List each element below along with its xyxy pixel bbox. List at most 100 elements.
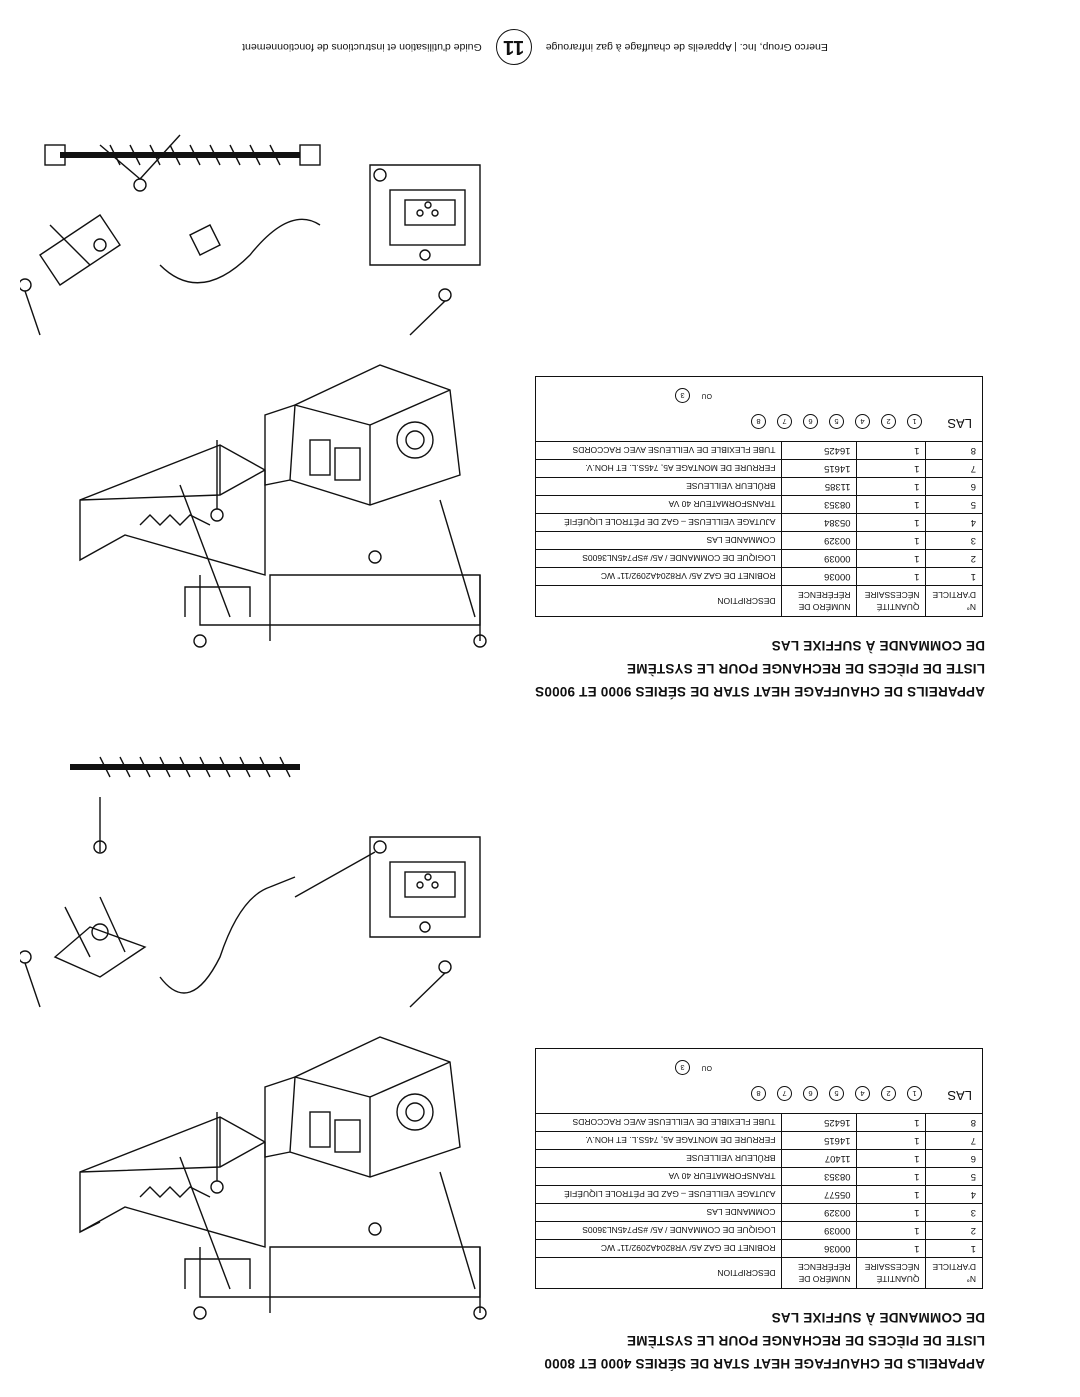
diagram-number: 8	[751, 1086, 766, 1101]
cell-ref: 14615	[782, 1131, 857, 1150]
diagram-cell: LAS1245678ou3	[535, 376, 983, 442]
cell-qty: 1	[857, 1185, 926, 1204]
cell-ref: 08353	[782, 495, 857, 514]
cell-num: 3	[926, 1203, 983, 1222]
cell-num: 1	[926, 1239, 983, 1258]
diagram-number: 5	[829, 414, 844, 429]
col-header-qty: QUANTITÉ NÉCESSAIRE	[857, 585, 926, 617]
header-left-text: Enerco Group, Inc. | Appareils de chauff…	[545, 41, 828, 53]
cell-qty: 1	[857, 495, 926, 514]
col-header-qty: QUANTITÉ NÉCESSAIRE	[857, 1257, 926, 1289]
cell-desc: LOGIQUE DE COMMANDE / A5/ #SP745NL3600S	[535, 549, 782, 568]
title-line-3: DE COMMANDE À SUFFIXE LAS	[771, 1310, 985, 1325]
cell-qty: 1	[857, 567, 926, 586]
cell-ref: 00329	[782, 531, 857, 550]
cell-ref: 11407	[782, 1149, 857, 1168]
cell-desc: TUBE FLEXIBLE DE VEILLEUSE AVEC RACCORDS	[535, 441, 782, 460]
cell-qty: 1	[857, 1167, 926, 1186]
table-header-row: N° D'ARTICLE QUANTITÉ NÉCESSAIRE NUMÉRO …	[535, 1257, 983, 1289]
cell-num: 6	[926, 1149, 983, 1168]
cell-qty: 1	[857, 531, 926, 550]
cell-ref: 16425	[782, 441, 857, 460]
cell-ref: 00039	[782, 1221, 857, 1240]
diagram-number: 1	[907, 414, 922, 429]
cell-ref: 05577	[782, 1185, 857, 1204]
cell-desc: BRÛLEUR VEILLEUSE	[535, 477, 782, 496]
diagram-cell: LAS1245678ou3	[535, 1048, 983, 1114]
diagram-number: 7	[777, 414, 792, 429]
cell-ref: 16425	[782, 1113, 857, 1132]
parts-illustration-series-4000	[20, 756, 487, 1320]
cell-ref: 14615	[782, 459, 857, 478]
diagram-row: LAS1245678ou3	[535, 1048, 983, 1114]
col-header-num: N° D'ARTICLE	[926, 1257, 983, 1289]
cell-qty: 1	[857, 1203, 926, 1222]
cell-qty: 1	[857, 1149, 926, 1168]
cell-desc: ROBINET DE GAZ A5/ VR8204A2092/11" WC	[535, 1239, 782, 1258]
cell-ref: 08353	[782, 1167, 857, 1186]
parts-table: N° D'ARTICLE QUANTITÉ NÉCESSAIRE NUMÉRO …	[535, 1048, 983, 1289]
cell-ref: 05384	[782, 513, 857, 532]
cell-desc: ROBINET DE GAZ A5/ VR8204A2092/11" WC	[535, 567, 782, 586]
cell-num: 3	[926, 531, 983, 550]
cell-num: 5	[926, 1167, 983, 1186]
cell-qty: 1	[857, 513, 926, 532]
table-header-row: N° D'ARTICLE QUANTITÉ NÉCESSAIRE NUMÉRO …	[535, 585, 983, 617]
cell-desc: AJUTAGE VEILLEUSE – GAZ DE PÉTROLE LIQUÉ…	[535, 513, 782, 532]
title-line-1: APPAREILS DE CHAUFFAGE HEAT STAR DE SÉRI…	[544, 1356, 985, 1371]
title-line-2: LISTE DE PIÈCES DE RECHANGE POUR LE SYST…	[626, 661, 985, 676]
diagram-number: 1	[907, 1086, 922, 1101]
cell-qty: 1	[857, 1131, 926, 1150]
cell-ref: 00036	[782, 567, 857, 586]
diagram-ou: ou	[701, 1064, 713, 1071]
cell-desc: TUBE FLEXIBLE DE VEILLEUSE AVEC RACCORDS	[535, 1113, 782, 1132]
cell-desc: COMMANDE LAS	[535, 531, 782, 550]
title-line-1: APPAREILS DE CHAUFFAGE HEAT STAR DE SÉRI…	[534, 684, 985, 699]
cell-num: 7	[926, 459, 983, 478]
col-header-ref: NUMÉRO DE RÉFÉRENCE	[782, 585, 857, 617]
cell-ref: 00039	[782, 549, 857, 568]
diagram-label: LAS	[947, 416, 972, 431]
diagram-number: 5	[829, 1086, 844, 1101]
cell-num: 5	[926, 495, 983, 514]
cell-num: 8	[926, 441, 983, 460]
cell-desc: LOGIQUE DE COMMANDE / A5/ #SP745NL3600S	[535, 1221, 782, 1240]
cell-num: 2	[926, 549, 983, 568]
title-line-3: DE COMMANDE À SUFFIXE LAS	[771, 638, 985, 653]
cell-num: 1	[926, 567, 983, 586]
cell-ref: 11385	[782, 477, 857, 496]
diagram-row: LAS1245678ou3	[535, 376, 983, 442]
cell-num: 6	[926, 477, 983, 496]
col-header-num: N° D'ARTICLE	[926, 585, 983, 617]
cell-num: 7	[926, 1131, 983, 1150]
parts-table: N° D'ARTICLE QUANTITÉ NÉCESSAIRE NUMÉRO …	[535, 376, 983, 617]
cell-qty: 1	[857, 459, 926, 478]
diagram-alt-number: 3	[675, 388, 690, 403]
col-header-desc: DESCRIPTION	[535, 585, 782, 617]
section-title: APPAREILS DE CHAUFFAGE HEAT STAR DE SÉRI…	[525, 634, 985, 703]
diagram-label: LAS	[947, 1088, 972, 1103]
wiring-diagram: LAS1245678ou3	[536, 1049, 982, 1113]
cell-qty: 1	[857, 1221, 926, 1240]
diagram-number: 6	[803, 1086, 818, 1101]
section-title: APPAREILS DE CHAUFFAGE HEAT STAR DE SÉRI…	[525, 1306, 985, 1375]
title-line-2: LISTE DE PIÈCES DE RECHANGE POUR LE SYST…	[626, 1333, 985, 1348]
cell-num: 4	[926, 513, 983, 532]
cell-desc: FERRURE DE MONTAGE A5, 745S.L. ET HON.V.	[535, 1131, 782, 1150]
cell-desc: FERRURE DE MONTAGE A5, 745S.L. ET HON.V.	[535, 459, 782, 478]
parts-illustration-series-9000	[20, 134, 487, 648]
